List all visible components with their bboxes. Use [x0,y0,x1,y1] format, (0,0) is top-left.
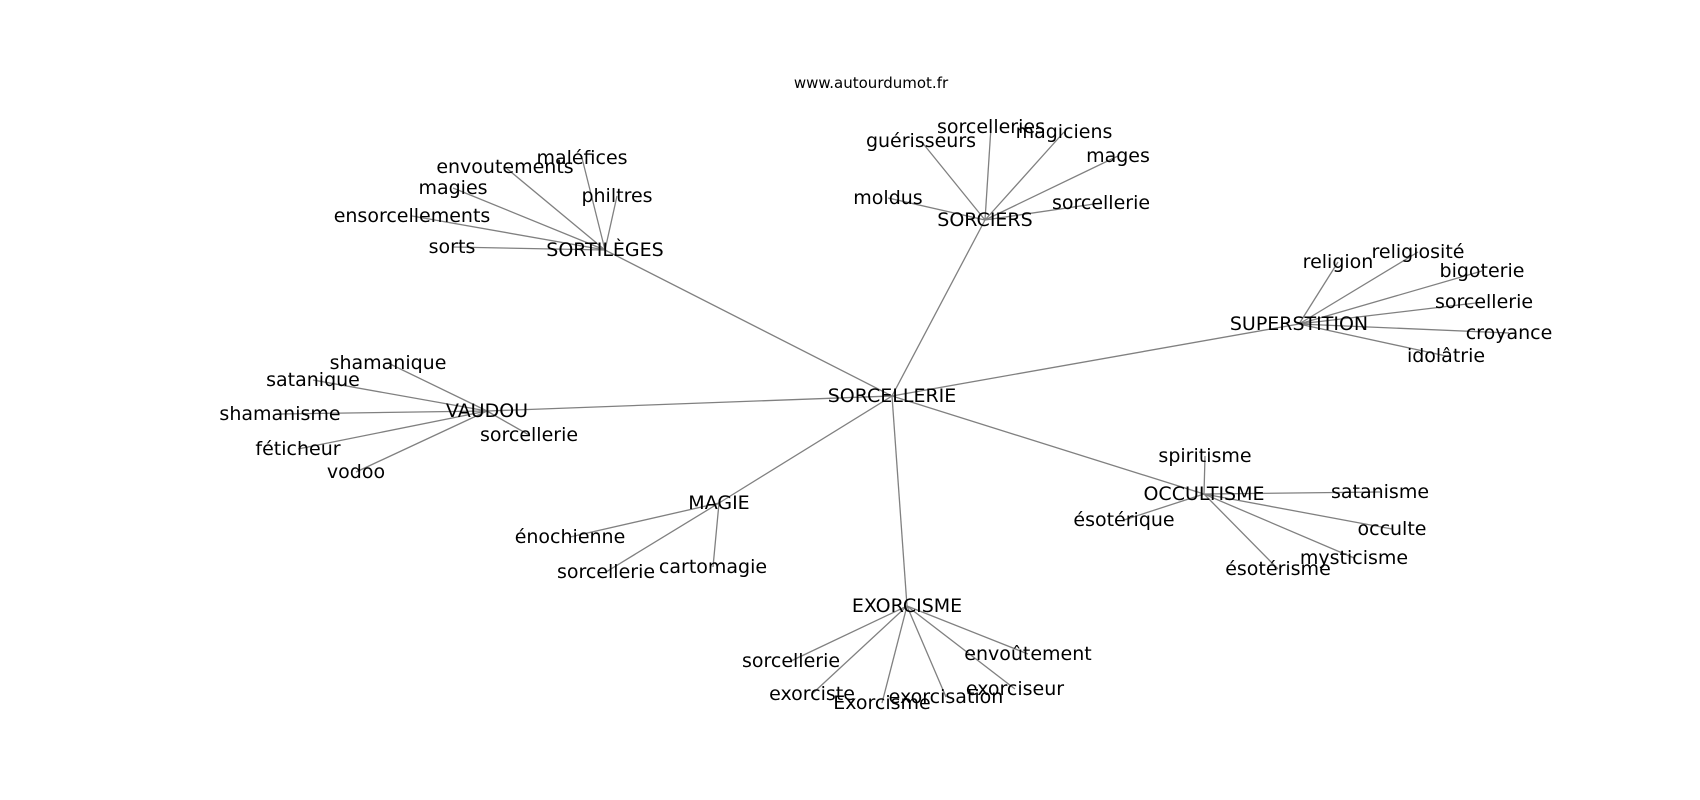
edge-exorcisme-exorcisme [881,605,908,704]
edge-vaudou-shamanique [387,362,488,412]
word-node-sortileges-philtres[interactable]: philtres [581,185,652,207]
edge-magie-sorcellerie [605,502,720,573]
edge-superstition-religiosite [1298,251,1419,325]
source-label[interactable]: www.autourdumot.fr [794,74,949,92]
word-node-occultisme-esoterique[interactable]: ésotérique [1073,509,1174,531]
edge-sortileges-philtres [604,195,618,251]
word-node-superstition-religion[interactable]: religion [1303,251,1374,273]
edge-sortileges-magies [452,187,606,251]
word-node-vaudou-shamanisme[interactable]: shamanisme [219,403,340,425]
edge-occultisme-esoterique [1123,493,1205,521]
edge-occultisme-spiritisme [1203,455,1206,495]
hub-node-vaudou[interactable]: VAUDOU [446,400,528,422]
edge-vaudou-vodoo [355,410,488,473]
word-node-superstition-sorcellerie[interactable]: sorcellerie [1435,291,1533,313]
edge-superstition-bigoterie [1298,270,1483,325]
word-node-sortileges-sorts[interactable]: sorts [429,236,476,258]
word-node-exorcisme-envoutement[interactable]: envoûtement [964,643,1091,665]
word-node-sorciers-magiciens[interactable]: magiciens [1016,121,1113,143]
edge-vaudou-satanique [312,379,488,412]
edge-exorcisme-exorciste [811,605,908,695]
word-node-superstition-croyance[interactable]: croyance [1466,322,1553,344]
word-node-sortileges-magies[interactable]: magies [418,177,487,199]
word-node-magie-cartomagie[interactable]: cartomagie [659,556,767,578]
edge-superstition-idolatrie [1298,323,1447,357]
edge-sortileges-ensorcellements [411,215,606,251]
edge-vaudou-shamanisme [279,410,488,415]
edge-occultisme-mysticisme [1203,493,1355,559]
hub-node-occultisme[interactable]: OCCULTISME [1143,483,1264,505]
edge-sorciers-sorcelleries [984,126,992,221]
word-node-superstition-idolatrie[interactable]: idolâtrie [1407,345,1485,367]
word-node-superstition-bigoterie[interactable]: bigoterie [1440,260,1525,282]
word-node-occultisme-spiritisme[interactable]: spiritisme [1158,445,1251,467]
edge-superstition-croyance [1298,323,1510,334]
edge-exorcisme-envoutement [906,605,1029,655]
edge-exorcisme-exorciseur [906,605,1016,690]
edge-root-occultisme [891,395,1205,495]
edge-root-sorciers [891,219,986,397]
edge-magie-enochienne [569,502,720,538]
word-node-sorciers-guerisseurs[interactable]: guérisseurs [866,130,976,152]
edge-occultisme-satanisme [1203,491,1381,495]
word-node-exorcisme-exorciste[interactable]: exorciste [769,683,855,705]
hub-node-exorcisme[interactable]: EXORCISME [852,595,962,617]
edge-vaudou-feticheur [297,410,488,450]
word-node-occultisme-mysticisme[interactable]: mysticisme [1300,547,1408,569]
edge-root-vaudou [486,395,893,412]
edge-superstition-sorcellerie [1298,301,1485,325]
edge-sortileges-malefices [581,157,606,251]
word-node-occultisme-satanisme[interactable]: satanisme [1331,481,1429,503]
word-node-occultisme-esoterisme[interactable]: ésotérisme [1225,558,1331,580]
word-node-sortileges-envoutements[interactable]: envoutements [436,156,573,178]
edge-root-sortileges [604,249,893,397]
edges-layer [279,126,1510,704]
edge-sorciers-guerisseurs [920,140,986,221]
word-node-occultisme-occulte[interactable]: occulte [1358,518,1427,540]
edge-root-superstition [891,323,1300,397]
word-node-vaudou-sorcellerie[interactable]: sorcellerie [480,424,578,446]
word-node-sorciers-moldus[interactable]: moldus [853,187,922,209]
edge-root-exorcisme [891,395,908,607]
root-node[interactable]: SORCELLERIE [828,385,957,407]
edge-sorciers-sorcellerie [984,202,1102,221]
edge-exorcisme-sorcellerie [790,605,908,662]
edge-sortileges-sorts [451,246,606,251]
word-node-sorciers-mages[interactable]: mages [1086,145,1150,167]
edge-sorciers-moldus [887,197,986,221]
edge-exorcisme-exorcisation [906,605,947,698]
hub-node-magie[interactable]: MAGIE [688,492,749,514]
edge-sorciers-magiciens [984,131,1065,221]
word-node-magie-sorcellerie[interactable]: sorcellerie [557,561,655,583]
word-node-sorciers-sorcelleries[interactable]: sorcelleries [937,116,1045,138]
word-node-exorcisme-exorcisation[interactable]: exorcisation [889,686,1004,708]
edge-occultisme-esoterisme [1203,493,1279,570]
word-node-vaudou-shamanique[interactable]: shamanique [330,352,447,374]
edge-occultisme-occulte [1203,493,1393,530]
word-node-exorcisme-exorcisme[interactable]: Exorcisme [833,692,931,714]
word-node-superstition-religiosite[interactable]: religiosité [1372,241,1465,263]
hub-node-sortileges[interactable]: SORTILÈGES [546,238,663,261]
word-node-sorciers-sorcellerie[interactable]: sorcellerie [1052,192,1150,214]
word-node-sortileges-ensorcellements[interactable]: ensorcellements [334,205,491,227]
edge-magie-cartomagie [712,502,720,568]
edge-sortileges-envoutements [504,166,606,251]
edge-superstition-religion [1298,261,1339,325]
word-node-exorcisme-exorciseur[interactable]: exorciseur [966,678,1064,700]
word-node-exorcisme-sorcellerie[interactable]: sorcellerie [742,650,840,672]
edge-vaudou-sorcellerie [486,410,530,436]
word-node-magie-enochienne[interactable]: énochienne [515,526,626,548]
labels-layer: www.autourdumot.fr SORCELLERIE SORTILÈGES… [219,74,1552,714]
hub-node-superstition[interactable]: SUPERSTITION [1230,313,1368,335]
word-node-vaudou-satanique[interactable]: satanique [266,369,360,391]
word-node-vaudou-feticheur[interactable]: féticheur [255,438,340,460]
edge-sorciers-mages [984,155,1119,221]
hub-node-sorciers[interactable]: SORCIERS [937,209,1032,231]
word-node-sortileges-malefices[interactable]: maléfices [536,147,627,169]
word-node-vaudou-vodoo[interactable]: vodoo [327,461,385,483]
edge-root-magie [718,395,893,504]
